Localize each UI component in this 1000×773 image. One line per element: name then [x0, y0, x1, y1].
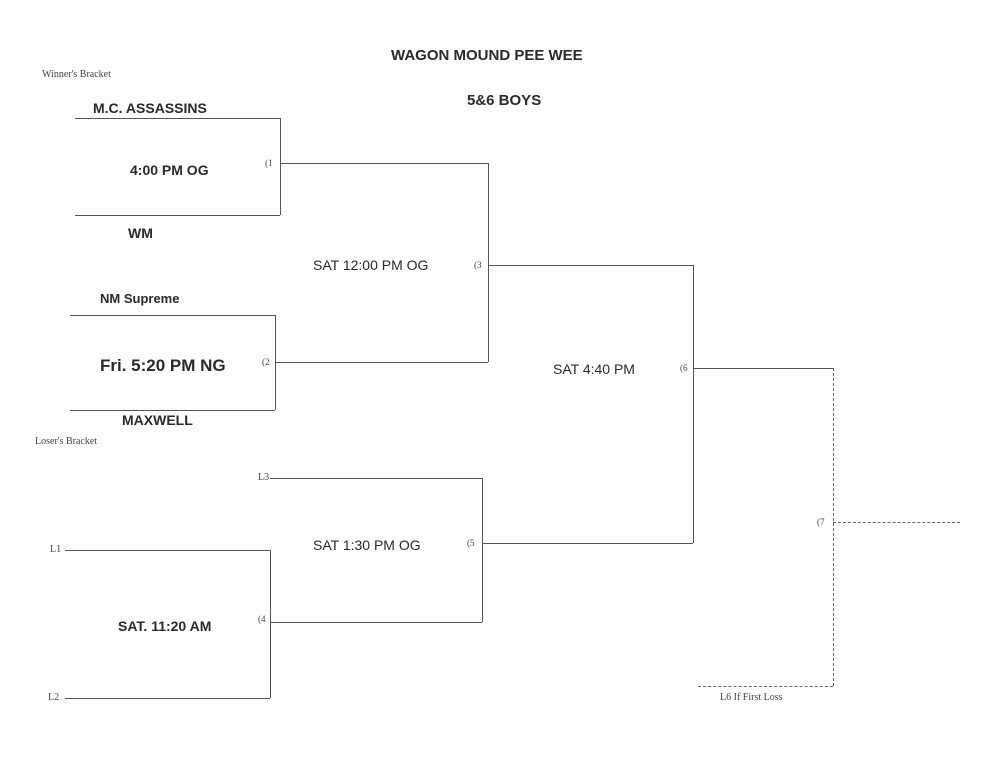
bracket-line: [270, 622, 482, 623]
winners-bracket-label: Winner's Bracket: [42, 69, 111, 80]
team-nm-supreme: NM Supreme: [100, 291, 180, 306]
game-2-time: Fri. 5:20 PM NG: [100, 356, 226, 375]
bracket-line: [482, 478, 483, 622]
subtitle: 5&6 BOYS: [467, 92, 542, 109]
bracket-line: [275, 362, 488, 363]
game-1-number: (1: [265, 158, 273, 168]
bracket-line: [280, 118, 281, 215]
game-2-number: (2: [262, 357, 270, 367]
team-maxwell: MAXWELL: [122, 412, 193, 428]
game-6-number: (6: [680, 363, 688, 373]
bracket-line: [488, 163, 489, 362]
bracket-line: [75, 215, 280, 216]
game-3-time: SAT 12:00 PM OG: [313, 257, 429, 273]
slot-l1: L1: [50, 544, 62, 555]
team-mc-assassins: M.C. ASSASSINS: [93, 100, 207, 116]
bracket-line-dashed: [833, 522, 960, 523]
bracket-line-dashed: [833, 368, 834, 686]
game-5-time: SAT 1:30 PM OG: [313, 537, 421, 553]
if-first-loss-label: L6 If First Loss: [720, 692, 783, 703]
bracket-line: [693, 265, 694, 543]
bracket-line: [270, 478, 482, 479]
slot-l2: L2: [48, 692, 60, 703]
game-4-time: SAT. 11:20 AM: [118, 618, 212, 634]
game-3-number: (3: [474, 260, 482, 270]
bracket-line: [693, 368, 833, 369]
bracket-line: [75, 118, 280, 119]
bracket-line: [70, 410, 275, 411]
bracket-line: [65, 698, 270, 699]
game-4-number: (4: [258, 614, 266, 624]
game-1-time: 4:00 PM OG: [130, 162, 209, 178]
game-6-time: SAT 4:40 PM: [553, 361, 635, 377]
team-wm: WM: [128, 225, 153, 241]
bracket-line: [280, 163, 488, 164]
slot-l3: L3: [258, 472, 270, 483]
bracket-line-dashed: [698, 686, 833, 687]
bracket-line: [70, 315, 275, 316]
bracket-line: [488, 265, 693, 266]
losers-bracket-label: Loser's Bracket: [35, 436, 98, 447]
title: WAGON MOUND PEE WEE: [391, 47, 583, 64]
game-5-number: (5: [467, 538, 475, 548]
bracket-line: [65, 550, 270, 551]
bracket-line: [482, 543, 693, 544]
bracket-line: [270, 550, 271, 698]
game-7-number: (7: [817, 517, 825, 527]
